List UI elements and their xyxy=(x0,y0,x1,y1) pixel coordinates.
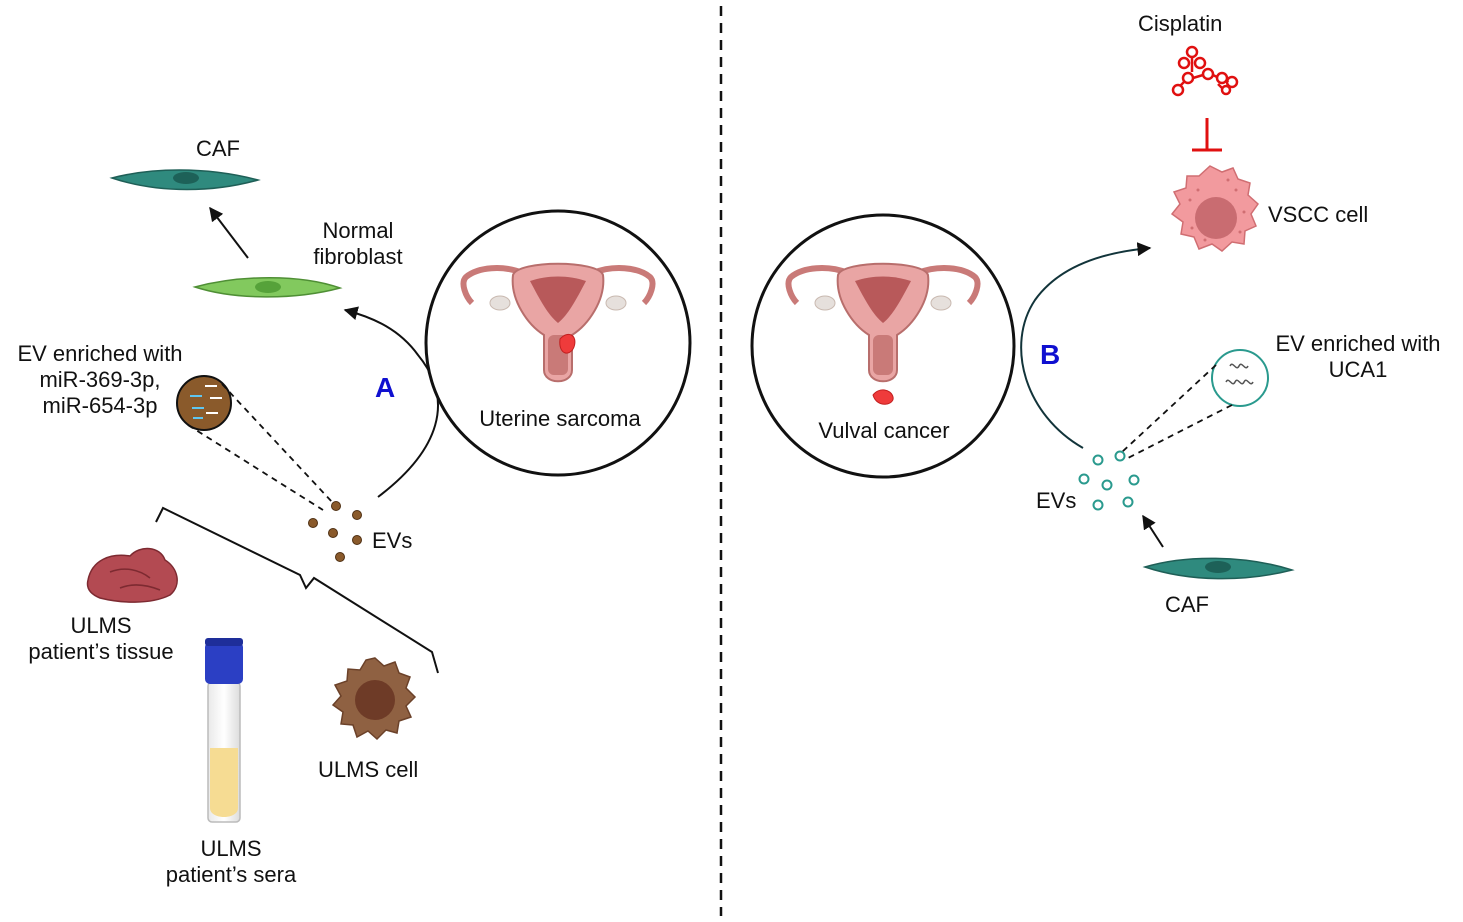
tissue-label-line-1: ULMS xyxy=(70,613,132,638)
ev-uca1-label-line-1: EV enriched with xyxy=(1275,331,1441,356)
tissue-label-line-2: patient’s tissue xyxy=(28,639,174,664)
cisplatin-label: Cisplatin xyxy=(1138,11,1223,36)
panel-a-letter: A xyxy=(375,372,396,403)
inhibition-symbol xyxy=(1192,118,1222,152)
ev-mirna-enriched xyxy=(176,375,232,431)
caf-label-a: CAF xyxy=(196,136,240,161)
ev-uca1-enriched xyxy=(1211,349,1269,407)
arrow-fibroblast-to-caf xyxy=(209,206,249,259)
ev-particles-a xyxy=(308,501,362,562)
ulms-cell-icon xyxy=(331,657,417,741)
zoom-line-a-bottom xyxy=(187,424,324,511)
sera-tube-icon xyxy=(205,638,243,823)
caf-label-b: CAF xyxy=(1165,592,1209,617)
vulval-cancer-label: Vulval cancer xyxy=(818,418,950,443)
tissue-label: ULMS patient’s tissue xyxy=(10,613,192,665)
caf-cell-b xyxy=(1142,557,1295,580)
normal-fibroblast-label-line-2: fibroblast xyxy=(313,244,403,269)
ev-particles-b xyxy=(1078,450,1140,511)
normal-fibroblast-cell xyxy=(192,277,343,298)
panel-b-letter: B xyxy=(1040,339,1061,370)
evs-label-a: EVs xyxy=(372,528,413,553)
uterus-icon-a xyxy=(460,262,656,383)
ev-mirna-label-line-1: EV enriched with xyxy=(17,341,183,366)
evs-label-b: EVs xyxy=(1036,488,1077,513)
uterus-icon-b xyxy=(785,262,981,405)
normal-fibroblast-label: Normal fibroblast xyxy=(298,218,418,270)
ev-mirna-label: EV enriched with miR-369-3p, miR-654-3p xyxy=(4,341,196,419)
cisplatin-molecule-icon xyxy=(1171,45,1239,97)
zoom-line-b-bottom xyxy=(1127,404,1233,459)
normal-fibroblast-label-line-1: Normal xyxy=(322,218,394,243)
arrow-evs-to-fibroblast xyxy=(343,306,439,498)
sera-label-line-2: patient’s sera xyxy=(165,862,297,887)
sera-label-line-1: ULMS xyxy=(200,836,262,861)
ev-mirna-label-line-2: miR-369-3p, xyxy=(39,367,161,392)
zoom-line-a-top xyxy=(221,383,334,504)
ulms-cell-label: ULMS cell xyxy=(318,757,419,782)
source-bracket xyxy=(155,506,439,674)
vscc-cell-label: VSCC cell xyxy=(1268,202,1369,227)
ev-uca1-label: EV enriched with UCA1 xyxy=(1262,331,1454,383)
vscc-cell-icon xyxy=(1170,165,1259,252)
ev-mirna-label-line-3: miR-654-3p xyxy=(42,393,158,418)
zoom-line-b-top xyxy=(1121,364,1217,453)
sera-label: ULMS patient’s sera xyxy=(150,836,312,888)
arrow-evs-to-vscc xyxy=(1020,242,1152,449)
arrow-caf-to-evs xyxy=(1142,514,1164,548)
ulms-tissue-icon xyxy=(86,547,178,603)
caf-cell-a xyxy=(109,169,261,191)
uterine-sarcoma-label: Uterine sarcoma xyxy=(479,406,641,431)
ev-uca1-label-line-2: UCA1 xyxy=(1328,357,1388,382)
